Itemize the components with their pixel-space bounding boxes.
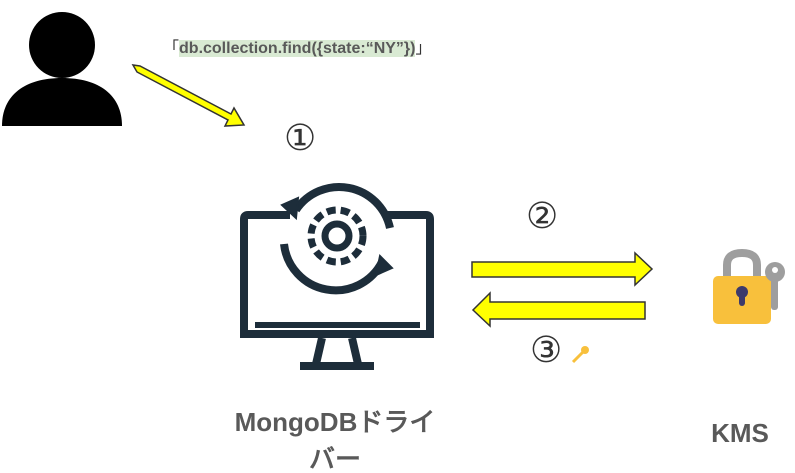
monitor-sync-icon bbox=[240, 182, 434, 370]
small-key-icon bbox=[571, 346, 589, 364]
query-code: db.collection.find({state:“NY”}) bbox=[179, 40, 416, 57]
response-arrow bbox=[471, 291, 646, 328]
close-bracket: 」 bbox=[415, 40, 432, 57]
query-arrow bbox=[131, 64, 246, 127]
driver-label: MongoDBドライ バー bbox=[220, 402, 450, 473]
driver-label-line1: MongoDBドライ bbox=[234, 407, 436, 437]
open-bracket: 「 bbox=[163, 40, 180, 57]
request-arrow bbox=[471, 251, 654, 287]
step-1-label: ① bbox=[284, 118, 317, 159]
step-3-label: ③ bbox=[530, 330, 563, 371]
kms-label: KMS bbox=[711, 418, 769, 448]
user-icon bbox=[2, 12, 122, 126]
query-text: 「db.collection.find({state:“NY”})」 bbox=[163, 34, 431, 58]
driver-label-line2: バー bbox=[308, 444, 361, 473]
step-2-label: ② bbox=[526, 196, 559, 237]
lock-key-icon bbox=[713, 248, 785, 324]
